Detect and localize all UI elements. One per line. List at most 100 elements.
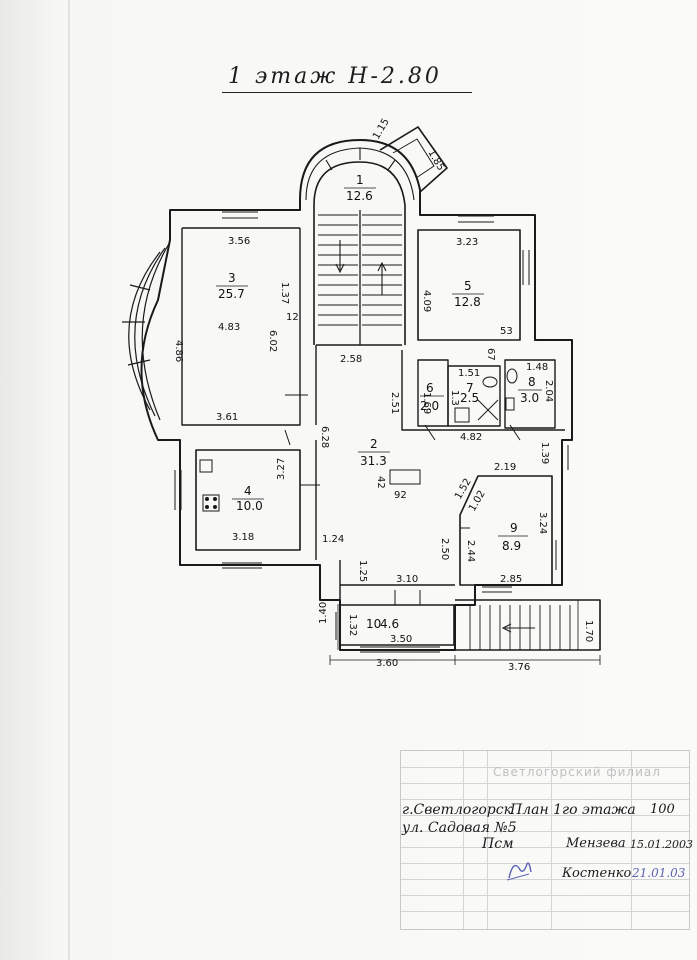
dimension-lines (329, 600, 601, 665)
title-underline (222, 92, 472, 93)
room-9-number: 9 (510, 521, 518, 535)
room-5-area: 12.8 (454, 295, 481, 309)
room-8-number: 8 (528, 375, 536, 389)
doors (284, 394, 521, 605)
stair-arc-window (305, 147, 415, 201)
executor-name: Мензева (566, 836, 626, 851)
room-10-number: 10 (366, 617, 381, 631)
dim-3-60: 3.60 (376, 658, 398, 669)
porch-outline (379, 126, 448, 193)
entry-stair-treads (469, 605, 571, 650)
dim-92: 92 (394, 490, 407, 501)
scale-value: 100 (650, 802, 675, 817)
dim-1-52: 1.52 (453, 477, 474, 502)
page-fold-shadow (68, 0, 70, 960)
room-1-area: 12.6 (346, 189, 373, 203)
room-10-area: 4.6 (380, 617, 399, 631)
room-labels: 1 12.6 2 31.3 3 25.7 4 10.0 5 12.8 6 2.0… (216, 173, 542, 631)
room4-walls (195, 449, 301, 551)
outer-wall (140, 139, 573, 651)
dim-2-51: 2.51 (389, 392, 400, 414)
address-city: г.Светлогорск (402, 802, 512, 818)
room-5-number: 5 (464, 279, 472, 293)
room8-walls (504, 359, 556, 429)
dim-2-44: 2.44 (465, 540, 476, 562)
dim-67: 67 (485, 348, 496, 361)
dim-3-76: 3.76 (508, 662, 530, 673)
dim-1-15: 1.15 (371, 117, 392, 142)
room-7-area: 2.5 (460, 391, 479, 405)
checker-date: 21.01.03 (632, 866, 686, 880)
checker-name: Костенко (562, 866, 632, 881)
stair-wall (313, 161, 406, 345)
dim-6-28: 6.28 (319, 426, 330, 448)
dim-3-10: 3.10 (396, 574, 418, 585)
executor-date: 15.01.2003 (630, 838, 693, 851)
room9-walls (459, 475, 553, 586)
dim-4-09: 4.09 (421, 290, 432, 312)
dim-1-25: 1.25 (357, 560, 368, 582)
room-4-number: 4 (244, 484, 252, 498)
windows (174, 211, 569, 653)
dim-1-69: 1.69 (421, 392, 432, 414)
floor-title: 1 этаж Н-2.80 (228, 64, 442, 89)
dim-2-50: 2.50 (439, 538, 450, 560)
inner-wall-outline (181, 227, 301, 426)
dim-2-85: 2.85 (500, 574, 522, 585)
fixtures (199, 368, 518, 512)
dim-1-85: 1.85 (425, 148, 446, 173)
executor-initials: Псм (482, 836, 514, 852)
room-4-area: 10.0 (236, 499, 263, 513)
address-street: ул. Садовая №5 (402, 820, 517, 836)
signature-mark (506, 862, 532, 881)
room-7-number: 7 (466, 381, 474, 395)
dim-3-61: 3.61 (216, 412, 238, 423)
dim-3-23: 3.23 (456, 237, 478, 248)
dim-1-24: 1.24 (322, 534, 344, 545)
dim-1-32: 1.32 (347, 614, 358, 636)
room-8-area: 3.0 (520, 391, 539, 405)
dim-3-50: 3.50 (390, 634, 412, 645)
title-block: Светлогорский филиал (400, 750, 690, 930)
room-2-number: 2 (370, 437, 378, 451)
dim-12: 12 (286, 312, 299, 323)
stair-treads (318, 210, 402, 345)
dim-1-3: 1.3 (449, 390, 460, 406)
dim-1-40: 1.40 (318, 602, 329, 624)
dim-42: 42 (375, 476, 386, 489)
dim-1-70: 1.70 (583, 620, 594, 642)
dim-1-51: 1.51 (458, 368, 480, 379)
dim-4-83: 4.83 (218, 322, 240, 333)
dim-3-27: 3.27 (276, 458, 287, 480)
room-2-area: 31.3 (360, 454, 387, 468)
sheet-title: План 1го этажа (510, 802, 636, 818)
bay-window (122, 241, 171, 421)
room10-walls (339, 604, 455, 646)
room-6-number: 6 (426, 381, 434, 395)
room-6-area: 2.0 (420, 399, 439, 413)
dim-2-04: 2.04 (543, 380, 554, 402)
dim-1-39: 1.39 (539, 442, 550, 464)
room-9-area: 8.9 (502, 539, 521, 553)
dim-3-18: 3.18 (232, 532, 254, 543)
dim-1-48: 1.48 (526, 362, 548, 373)
dim-53: 53 (500, 326, 513, 337)
dim-4-82: 4.82 (460, 432, 482, 443)
dim-2-19: 2.19 (494, 462, 516, 473)
branch-name: Светлогорский филиал (493, 765, 661, 779)
dim-4-86: 4.86 (173, 340, 184, 362)
dim-6-02: 6.02 (267, 330, 278, 352)
dimension-labels: 1.15 1.85 3.56 4.86 4.83 6.02 1.37 12 3.… (173, 117, 594, 673)
entry-stair (455, 599, 601, 651)
room-3-area: 25.7 (218, 287, 245, 301)
dim-2-58: 2.58 (340, 354, 362, 365)
room7-walls (447, 365, 501, 427)
dim-3-56: 3.56 (228, 236, 250, 247)
room-3-number: 3 (228, 271, 236, 285)
dim-1-37: 1.37 (279, 282, 290, 304)
dim-3-24: 3.24 (537, 512, 548, 534)
room-1-number: 1 (356, 173, 364, 187)
room5-walls (417, 229, 521, 341)
